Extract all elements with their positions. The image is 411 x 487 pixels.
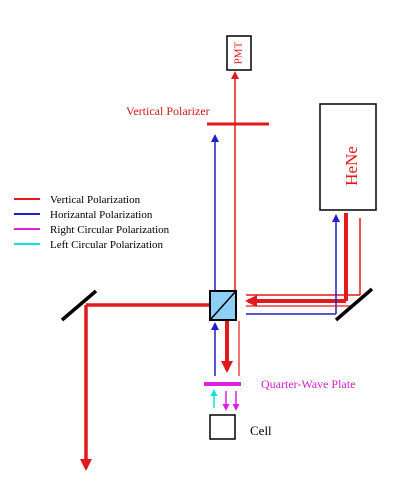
legend-label-horizontal: Horizantal Polarization — [50, 209, 153, 221]
mirror-left — [60, 289, 98, 322]
pmt-label: PMT — [233, 41, 245, 64]
pmt-detector-box — [226, 35, 252, 71]
hene-laser-box — [319, 103, 377, 211]
vertical-polarizer-label: Vertical Polarizer — [126, 104, 210, 118]
mirror-right — [334, 287, 374, 322]
cell-box — [209, 414, 236, 440]
legend-label-left-circular: Left Circular Polarization — [50, 239, 164, 251]
quarter-wave-plate-label: Quarter-Wave Plate — [261, 377, 355, 391]
legend-label-right-circular: Right Circular Polarization — [50, 224, 170, 236]
legend-label-vertical: Vertical Polarization — [50, 194, 141, 206]
hene-label: HeNe — [342, 146, 361, 186]
cell-label: Cell — [250, 423, 272, 438]
legend: Vertical Polarization Horizantal Polariz… — [14, 194, 170, 251]
beamsplitter-diagonal — [209, 290, 237, 321]
